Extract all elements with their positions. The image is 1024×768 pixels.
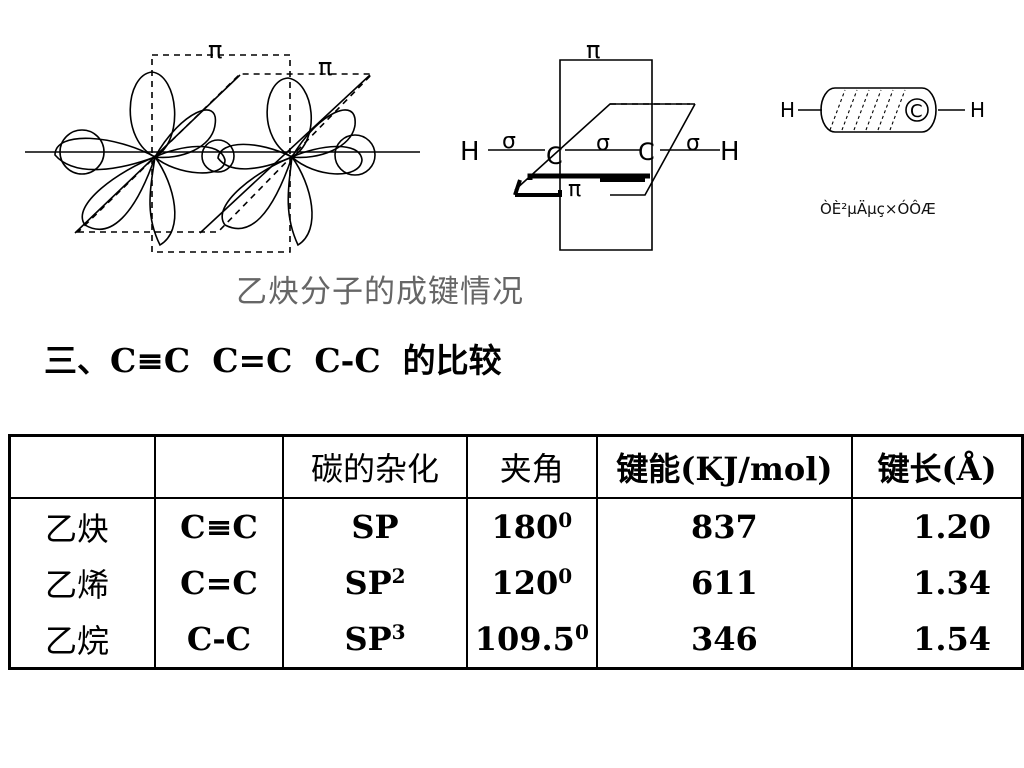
figure-caption: 乙炔分子的成键情况: [236, 274, 524, 310]
row-length: 1.54: [851, 611, 1024, 669]
sigma-label-1: σ: [502, 129, 516, 154]
heading-suffix: 的比较: [402, 341, 502, 380]
header-angle: 夹角: [466, 435, 598, 499]
row-bond: C≡C: [154, 498, 284, 555]
row-bond: C=C: [154, 555, 284, 611]
electron-cloud-caption: ÒÈ²µÄµç×ÓÔÆ: [820, 200, 936, 218]
row-hybridization: SP2: [281, 555, 469, 611]
heading-single: C-C: [314, 341, 381, 380]
h-label-cylinder-left: H: [780, 98, 795, 122]
row-energy: 346: [595, 611, 854, 669]
row-bond: C-C: [154, 611, 284, 669]
row-angle: 109.50: [466, 611, 598, 669]
section-heading: 三、C≡C C=C C-C 的比较: [44, 334, 524, 382]
heading-triple: C≡C: [110, 341, 191, 380]
header-blank-1: [8, 435, 157, 499]
table-header-row: 碳的杂化 夹角 键能(KJ/mol) 键长(Å): [8, 435, 1024, 499]
pi-label-middle-bottom: π: [568, 177, 581, 202]
pi-label-right: π: [318, 53, 332, 81]
row-name: 乙炔: [8, 498, 157, 555]
c-label-left: C: [546, 142, 563, 170]
pi-label-middle-top: π: [586, 36, 600, 64]
row-angle: 1800: [466, 498, 598, 555]
header-hybridization: 碳的杂化: [281, 435, 469, 499]
c-label-cylinder: C: [910, 101, 923, 122]
row-energy: 837: [595, 498, 854, 555]
row-name: 乙烯: [8, 555, 157, 611]
h-label-right: H: [720, 137, 740, 167]
pi-label-top: π: [208, 36, 222, 64]
heading-double: C=C: [212, 341, 293, 380]
acetylene-bonding-diagram: π π π π H H C C σ σ σ H H C: [25, 36, 985, 253]
table-row: 乙烷 C-C SP3 109.50 346 1.54: [8, 611, 1024, 669]
row-angle: 1200: [466, 555, 598, 611]
header-bond-energy: 键能(KJ/mol): [595, 435, 854, 499]
row-length: 1.20: [851, 498, 1024, 555]
sigma-pi-bond-figure: [488, 59, 720, 251]
c-label-right: C: [638, 138, 655, 166]
row-energy: 611: [595, 555, 854, 611]
heading-prefix: 三、: [44, 341, 110, 380]
sigma-label-3: σ: [686, 131, 700, 156]
electron-cloud-figure: [798, 87, 965, 133]
row-hybridization: SP3: [281, 611, 469, 669]
header-bond-length: 键长(Å): [851, 435, 1024, 499]
row-name: 乙烷: [8, 611, 157, 669]
h-label-left: H: [460, 137, 480, 167]
comparison-table: 碳的杂化 夹角 键能(KJ/mol) 键长(Å) 乙炔 C≡C SP 1800 …: [8, 434, 1024, 670]
row-length: 1.34: [851, 555, 1024, 611]
orbital-lobes-figure: [25, 54, 420, 253]
header-blank-2: [154, 435, 284, 499]
table-row: 乙烯 C=C SP2 1200 611 1.34: [8, 555, 1024, 611]
h-label-cylinder-right: H: [970, 98, 985, 122]
row-hybridization: SP: [281, 498, 469, 555]
sigma-label-2: σ: [596, 131, 610, 156]
table-row: 乙炔 C≡C SP 1800 837 1.20: [8, 498, 1024, 555]
